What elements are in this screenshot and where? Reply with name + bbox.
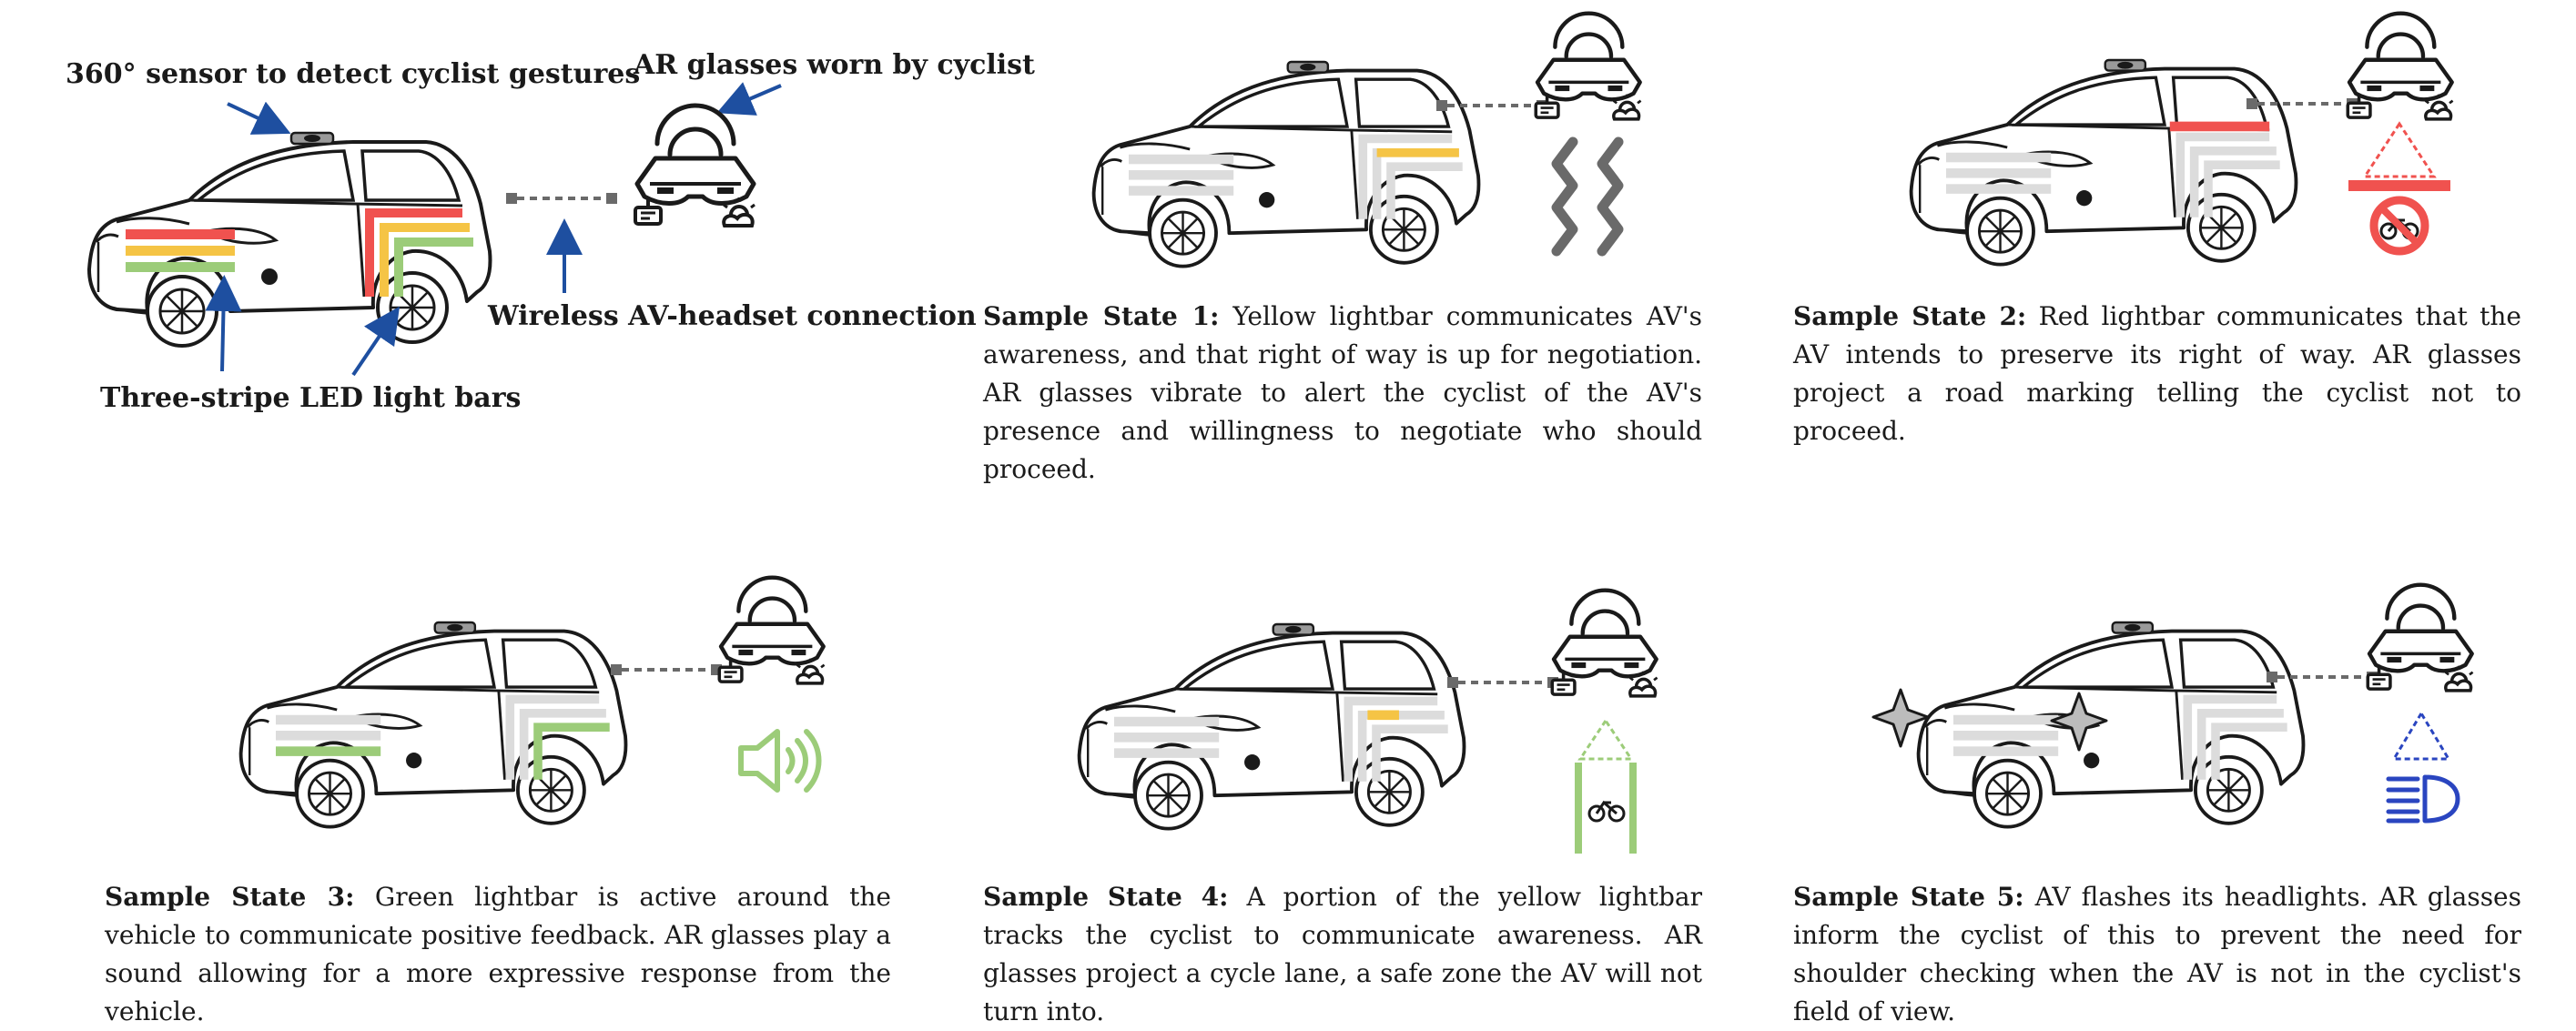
state-1-title: Sample State 1: <box>983 301 1220 331</box>
state-2-scene <box>1909 0 2540 267</box>
front-lightbar-red <box>126 229 235 239</box>
state-2-caption: Sample State 2: Red lightbar communicate… <box>1793 298 2521 450</box>
overview-glasses-icon <box>635 106 755 226</box>
state-3-text: Green lightbar is active around the vehi… <box>105 882 892 1026</box>
overview-link <box>504 191 619 206</box>
state-5-scene <box>1871 564 2540 829</box>
arrow-lightbar-side <box>351 306 400 377</box>
side-lightbar-green-active <box>533 723 610 780</box>
dashed-triangle-icon <box>2391 711 2451 761</box>
state-3-caption: Sample State 3: Green lightbar is active… <box>105 878 891 1031</box>
no-bicycle-road-marking-icon <box>2348 121 2450 256</box>
headlight-icon <box>2386 711 2460 824</box>
side-lightbar-red <box>365 208 462 297</box>
state-4-text: A portion of the yellow lightbar tracks … <box>983 882 1702 1026</box>
state-3-car <box>238 621 628 829</box>
state-5-glasses-icon <box>2368 585 2472 691</box>
state-3-title: Sample State 3: <box>105 882 355 912</box>
headlight-flash-left-icon <box>1871 688 1930 748</box>
overview-panel: 360° sensor to detect cyclist gestures A… <box>0 0 1035 437</box>
side-lightbar-yellow <box>380 223 470 297</box>
overview-car <box>87 131 492 348</box>
state-1-text: Yellow lightbar communicates AV's awaren… <box>983 301 1702 484</box>
arrow-lightbar-front <box>205 275 242 372</box>
state-1-scene <box>1091 0 1711 268</box>
state-2-text: Red lightbar communicates that the AV in… <box>1793 301 2521 446</box>
state-5-title: Sample State 5: <box>1793 882 2024 912</box>
state-1-caption: Sample State 1: Yellow lightbar communic… <box>983 298 1702 489</box>
state-4-title: Sample State 4: <box>983 882 1229 912</box>
front-lightbar-green <box>126 262 235 272</box>
overview-scene <box>87 82 782 377</box>
front-lightbar-yellow <box>126 246 235 256</box>
label-wireless: Wireless AV-headset connection <box>488 300 977 332</box>
state-3-glasses-icon <box>719 578 824 683</box>
label-lightbars: Three-stripe LED light bars <box>100 382 522 414</box>
state-1-car <box>1091 60 1481 268</box>
state-1-glasses-icon <box>1536 14 1640 119</box>
state-4-glasses-icon <box>1552 591 1657 696</box>
state-2-glasses-icon <box>2348 14 2452 119</box>
state-4-panel: Sample State 4: A portion of the yellow … <box>983 564 1711 1026</box>
cycle-lane-icon <box>1575 718 1637 854</box>
headlight-flash-right-icon <box>2050 692 2108 752</box>
side-lightbar-green <box>394 238 473 297</box>
state-4-scene <box>1077 564 1711 854</box>
front-lightbar-green-active <box>276 746 381 756</box>
state-3-scene <box>238 564 906 829</box>
state-5-caption: Sample State 5: AV flashes its headlight… <box>1793 878 2521 1031</box>
state-2-title: Sample State 2: <box>1793 301 2027 331</box>
label-glasses: AR glasses worn by cyclist <box>634 49 1035 81</box>
state-2-car <box>1909 58 2298 267</box>
vibration-icon <box>1551 136 1624 257</box>
speaker-sound-icon <box>738 729 822 793</box>
state-4-car <box>1077 622 1466 831</box>
state-5-car <box>1916 621 2306 829</box>
state-4-caption: Sample State 4: A portion of the yellow … <box>983 878 1702 1031</box>
state-3-panel: Sample State 3: Green lightbar is active… <box>105 564 906 1026</box>
state-5-panel: Sample State 5: AV flashes its headlight… <box>1793 564 2540 1026</box>
state-1-panel: Sample State 1: Yellow lightbar communic… <box>983 0 1711 484</box>
arrow-sensor <box>227 101 291 135</box>
state-2-panel: Sample State 2: Red lightbar communicate… <box>1793 0 2540 455</box>
label-sensor: 360° sensor to detect cyclist gestures <box>66 58 641 90</box>
arrow-glasses <box>716 82 782 116</box>
